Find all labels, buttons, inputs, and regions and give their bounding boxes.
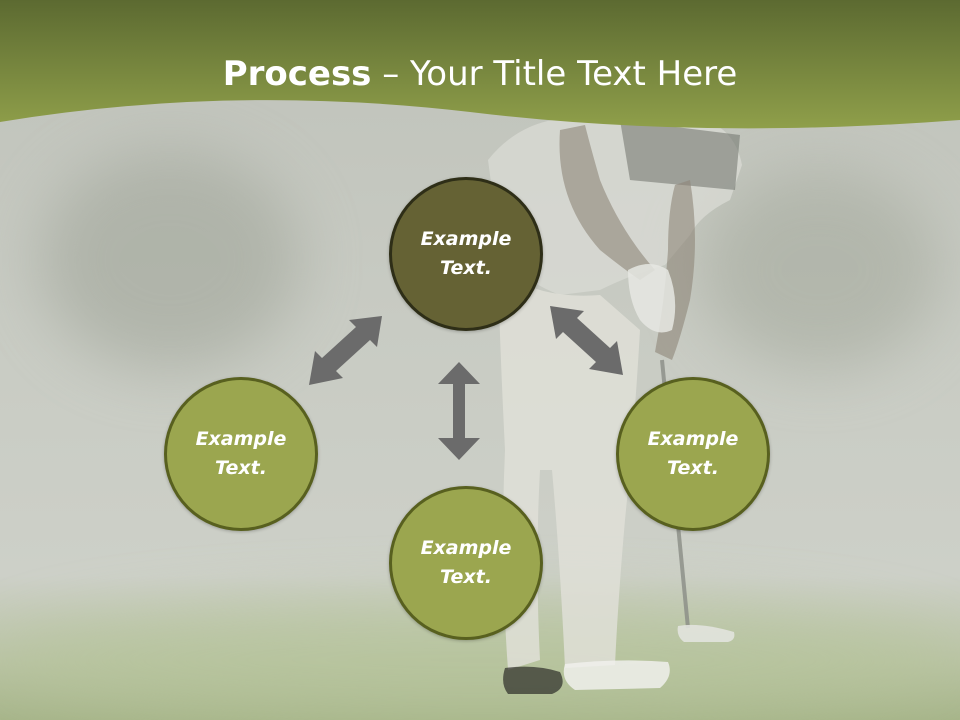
header-wave <box>0 0 960 129</box>
node-bottom-text: Example Text. <box>420 537 512 588</box>
process-node-right: Example Text. <box>616 377 770 531</box>
header-band: Process – Your Title Text Here <box>0 0 960 140</box>
process-node-left: Example Text. <box>164 377 318 531</box>
node-top-text: Example Text. <box>420 228 512 279</box>
process-node-bottom: Example Text. <box>389 486 543 640</box>
slide-title: Process – Your Title Text Here <box>0 52 960 96</box>
double-arrow-left-icon <box>309 316 382 385</box>
node-right-text: Example Text. <box>647 428 739 479</box>
process-node-top: Example Text. <box>389 177 543 331</box>
title-bold: Process <box>222 54 372 94</box>
node-left-text: Example Text. <box>195 428 287 479</box>
double-arrow-right-icon <box>550 306 623 375</box>
title-rest: – Your Title Text Here <box>371 54 738 94</box>
double-arrow-vertical-icon <box>438 362 480 460</box>
